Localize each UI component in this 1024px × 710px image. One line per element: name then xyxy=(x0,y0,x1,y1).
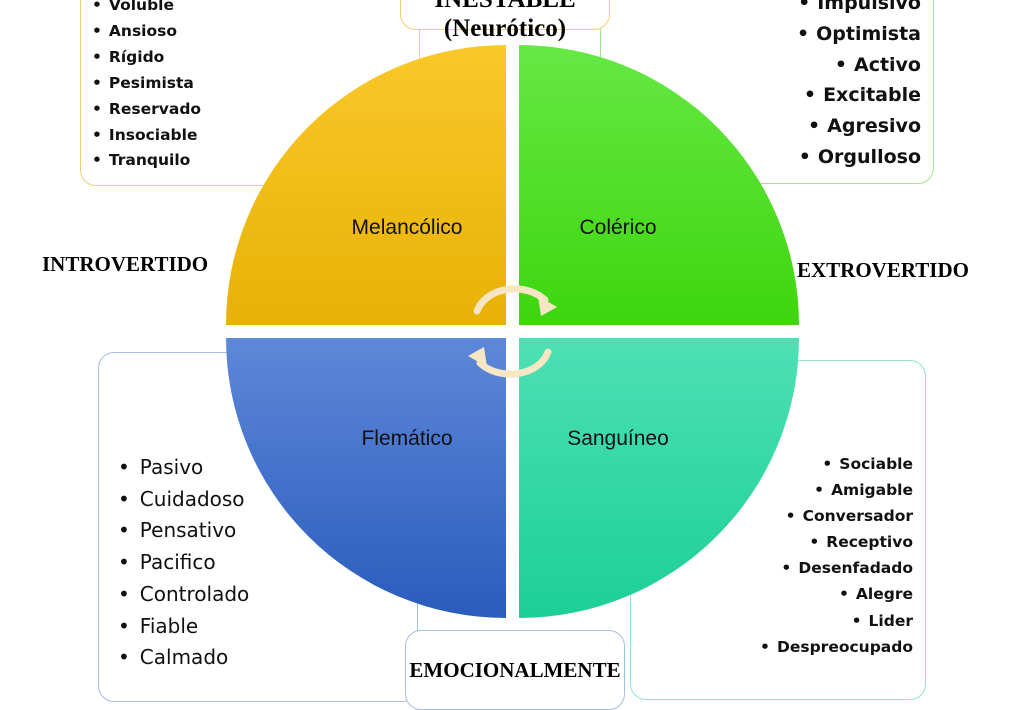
colerico-trait-list: Impulsivo Optimista Activo Excitable Agr… xyxy=(797,0,921,173)
inestable-label: INESTABLE xyxy=(400,0,610,15)
trait-item: Pasivo xyxy=(118,452,249,484)
top-label-box xyxy=(400,0,610,30)
arrow-bottom-head xyxy=(468,347,487,367)
arrow-top-head xyxy=(538,296,557,316)
trait-item: Voluble xyxy=(92,0,201,19)
trait-item: Impulsivo xyxy=(797,0,921,19)
trait-item: Despreocupado xyxy=(760,634,913,660)
trait-item: Tranquilo xyxy=(92,148,201,174)
trait-item: Orgulloso xyxy=(797,142,921,173)
sanguineo-quadrant xyxy=(519,338,799,618)
extrovertido-label: EXTROVERTIDO xyxy=(797,258,969,282)
trait-item: Lider xyxy=(760,608,913,634)
trait-item: Conversador xyxy=(760,503,913,529)
trait-item: Reservado xyxy=(92,97,201,123)
trait-item: Controlado xyxy=(118,579,249,611)
trait-item: Optimista xyxy=(797,19,921,50)
trait-item: Excitable xyxy=(797,80,921,111)
trait-item: Ansioso xyxy=(92,19,201,45)
trait-item: Insociable xyxy=(92,123,201,149)
cycle-arrows-icon xyxy=(468,285,557,378)
introvertido-label: INTROVERTIDO xyxy=(42,252,209,276)
trait-item: Activo xyxy=(797,50,921,81)
melancolico-label: Melancólico xyxy=(352,216,463,239)
trait-item: Pesimista xyxy=(92,71,201,97)
arrow-top-arc xyxy=(473,285,549,315)
flematico-quadrant xyxy=(226,338,506,618)
colerico-quadrant xyxy=(519,45,799,325)
flematico-label: Flemático xyxy=(361,427,452,450)
trait-item: Amigable xyxy=(760,477,913,503)
trait-item: Rígido xyxy=(92,45,201,71)
trait-item: Calmado xyxy=(118,642,249,674)
trait-item: Cuidadoso xyxy=(118,484,249,516)
trait-item: Desenfadado xyxy=(760,555,913,581)
flematico-trait-list: Pasivo Cuidadoso Pensativo Pacifico Cont… xyxy=(118,452,249,674)
neurotico-label: (Neurótico) xyxy=(443,15,567,42)
trait-item: Receptivo xyxy=(760,529,913,555)
colerico-label: Colérico xyxy=(579,216,656,239)
trait-item: Fiable xyxy=(118,611,249,643)
sanguineo-trait-list: Sociable Amigable Conversador Receptivo … xyxy=(760,451,913,660)
sanguineo-label: Sanguíneo xyxy=(567,427,669,450)
trait-item: Agresivo xyxy=(797,111,921,142)
trait-item: Alegre xyxy=(760,581,913,607)
trait-item: Sociable xyxy=(760,451,913,477)
trait-item: Pensativo xyxy=(118,515,249,547)
trait-item: Pacifico xyxy=(118,547,249,579)
arrow-bottom-arc xyxy=(476,348,552,378)
temperament-circle: Melancólico Colérico Flemático Sanguíneo xyxy=(226,45,799,618)
melancolico-quadrant xyxy=(226,45,506,325)
melancolico-trait-list: Voluble Ansioso Rígido Pesimista Reserva… xyxy=(92,0,201,174)
